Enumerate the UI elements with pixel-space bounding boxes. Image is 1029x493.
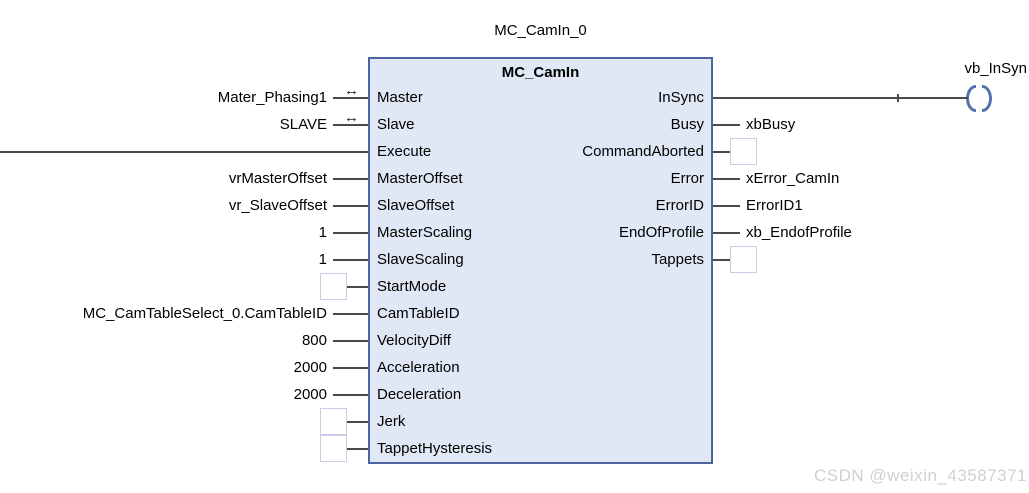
inout-arrow-icon: ↔ — [344, 82, 359, 99]
wire-stub — [333, 259, 368, 261]
empty-operand-box[interactable] — [320, 435, 347, 462]
inout-arrow-icon: ↔ — [344, 109, 359, 126]
pin-insync: InSync — [658, 89, 704, 106]
pin-tappets: Tappets — [651, 251, 704, 268]
input-operand[interactable]: 1 — [318, 251, 327, 268]
wire-stub — [333, 178, 368, 180]
empty-operand-box[interactable] — [320, 408, 347, 435]
wire-stub — [713, 205, 740, 207]
coil-right-paren-icon — [982, 85, 992, 112]
pin-masterscaling: MasterScaling — [377, 224, 473, 241]
wire-stub — [333, 97, 368, 99]
block-instance-name[interactable]: MC_CamIn_0 — [494, 22, 587, 39]
input-operand[interactable]: 800 — [301, 332, 327, 349]
wire-junction-tick — [897, 94, 899, 102]
coil-operand-label[interactable]: vb_InSyn — [964, 60, 1027, 77]
input-operand[interactable]: MC_CamTableSelect_0.CamTableID — [82, 305, 327, 322]
wire-stub — [333, 340, 368, 342]
wire-stub — [713, 151, 730, 153]
wire-stub — [333, 394, 368, 396]
wire-stub — [333, 124, 368, 126]
function-block[interactable]: MC_CamIn — [368, 57, 713, 464]
wire-stub — [333, 205, 368, 207]
input-operand[interactable]: vrMasterOffset — [228, 170, 327, 187]
wire-stub — [333, 313, 368, 315]
wire-stub — [347, 448, 368, 450]
pin-master: Master — [377, 89, 423, 106]
wire-stub — [713, 259, 730, 261]
wire-stub — [713, 124, 740, 126]
pin-busy: Busy — [670, 116, 704, 133]
pin-slave: Slave — [377, 116, 415, 133]
execute-rail-wire — [0, 151, 368, 153]
pin-execute: Execute — [377, 143, 432, 160]
output-operand[interactable]: xb_EndofProfile — [746, 224, 852, 241]
pin-slaveoffset: SlaveOffset — [377, 197, 455, 214]
pin-slavescaling: SlaveScaling — [377, 251, 464, 268]
pin-masteroffset: MasterOffset — [377, 170, 463, 187]
output-operand[interactable]: xbBusy — [746, 116, 796, 133]
output-operand[interactable]: xError_CamIn — [746, 170, 840, 187]
empty-operand-box[interactable] — [730, 138, 757, 165]
empty-operand-box[interactable] — [730, 246, 757, 273]
pin-deceleration: Deceleration — [377, 386, 462, 403]
empty-operand-box[interactable] — [320, 273, 347, 300]
wire-stub — [347, 421, 368, 423]
pin-velocitydiff: VelocityDiff — [377, 332, 451, 349]
pin-error: Error — [670, 170, 704, 187]
wire-stub — [333, 367, 368, 369]
watermark: CSDN @weixin_43587371 — [814, 466, 1027, 485]
output-operand[interactable]: ErrorID1 — [746, 197, 803, 214]
function-block-type: MC_CamIn — [501, 64, 580, 81]
wire-stub — [347, 286, 368, 288]
pin-tappethysteresis: TappetHysteresis — [377, 440, 493, 457]
pin-errorid: ErrorID — [655, 197, 704, 214]
input-operand[interactable]: SLAVE — [279, 116, 327, 133]
pin-jerk: Jerk — [377, 413, 406, 430]
pin-startmode: StartMode — [377, 278, 447, 295]
wire-stub — [713, 178, 740, 180]
input-operand[interactable]: 1 — [318, 224, 327, 241]
input-operand[interactable]: 2000 — [293, 386, 327, 403]
pin-commandaborted: CommandAborted — [582, 143, 704, 160]
pin-endofprofile: EndOfProfile — [618, 224, 704, 241]
wire-stub — [333, 232, 368, 234]
input-operand[interactable]: Mater_Phasing1 — [217, 89, 327, 106]
input-operand[interactable]: 2000 — [293, 359, 327, 376]
wire-stub — [713, 232, 740, 234]
input-operand[interactable]: vr_SlaveOffset — [228, 197, 327, 214]
pin-camtableid: CamTableID — [377, 305, 460, 322]
pin-acceleration: Acceleration — [377, 359, 460, 376]
coil-wire — [713, 97, 968, 99]
